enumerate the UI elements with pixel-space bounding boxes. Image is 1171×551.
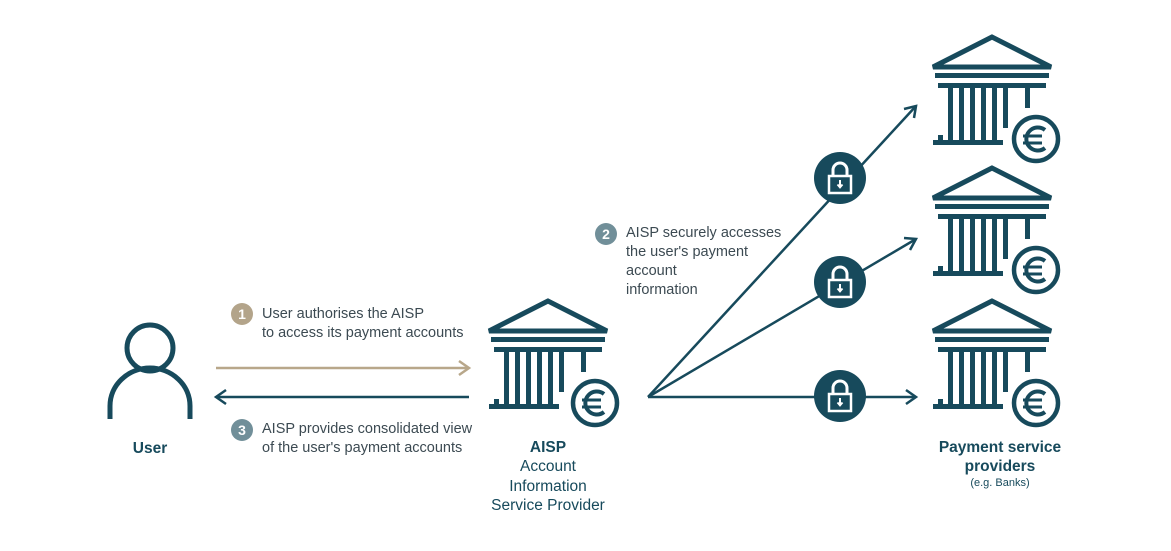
svg-text:3: 3 xyxy=(238,422,246,438)
aisp-abbr: AISP xyxy=(529,439,567,456)
aisp-label: AISP Account Information Service Provide… xyxy=(468,438,628,516)
providers-label: Payment service providers (e.g. Banks) xyxy=(910,438,1090,491)
svg-text:2: 2 xyxy=(602,226,610,242)
aisp-name-line: Service Provider xyxy=(491,497,605,515)
providers-name-line: providers xyxy=(964,458,1036,476)
providers-note: (e.g. Banks) xyxy=(970,476,1030,489)
svg-text:1: 1 xyxy=(238,306,246,322)
user-icon xyxy=(107,322,193,419)
aisp-name-line: Account xyxy=(519,458,576,476)
bank-access-arrows xyxy=(647,104,919,406)
providers-name-line: Payment service xyxy=(938,439,1062,456)
euro-icon xyxy=(1010,377,1062,429)
step-3-badge: 3 xyxy=(231,419,253,441)
step-2-text: AISP securely accesses the user's paymen… xyxy=(626,225,782,298)
aisp-name-line: Information xyxy=(509,477,587,495)
step-3-text: AISP provides consolidated view of the u… xyxy=(262,421,473,456)
euro-icon xyxy=(1010,113,1062,165)
step-2-badge: 2 xyxy=(595,223,617,245)
lock-icon xyxy=(812,368,868,424)
authorise-arrow-icon xyxy=(216,359,472,377)
user-label: User xyxy=(132,440,168,457)
lock-icon xyxy=(812,150,868,206)
consolidated-view-arrow-icon xyxy=(213,388,469,406)
step-1-text: User authorises the AISP to access its p… xyxy=(262,306,464,341)
step-1-badge: 1 xyxy=(231,303,253,325)
aisp-euro-icon xyxy=(569,377,621,429)
euro-icon xyxy=(1010,244,1062,296)
lock-icon xyxy=(812,254,868,310)
